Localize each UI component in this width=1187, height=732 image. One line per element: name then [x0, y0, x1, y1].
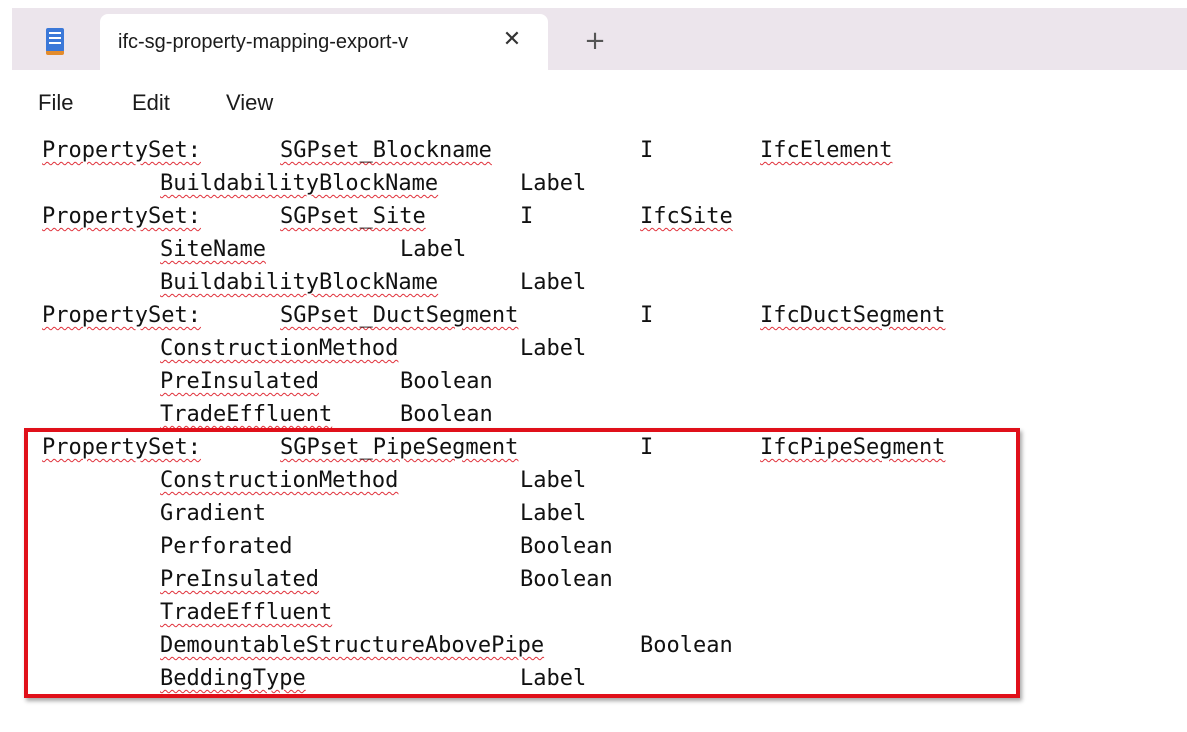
- property-type: Label: [520, 666, 587, 691]
- ifc-entity: IfcElement: [760, 138, 893, 163]
- property-type: Label: [520, 171, 587, 196]
- property-type: Boolean: [640, 633, 733, 658]
- property-name: SiteName: [160, 237, 266, 262]
- property-name: ConstructionMethod: [160, 336, 399, 361]
- property-type: Label: [400, 237, 467, 262]
- ifc-entity: IfcSite: [640, 204, 733, 229]
- property-type: Label: [520, 468, 587, 493]
- notepad-icon: [46, 28, 64, 55]
- property-name: Perforated: [160, 534, 293, 559]
- property-name: ConstructionMethod: [160, 468, 399, 493]
- property-type: Label: [520, 336, 587, 361]
- property-set-keyword: PropertySet:: [42, 138, 201, 163]
- property-type: Boolean: [400, 402, 493, 427]
- new-tab-icon[interactable]: +: [584, 26, 606, 56]
- property-name: DemountableStructureAbovePipe: [160, 633, 545, 658]
- text-editor[interactable]: PropertySet: SGPset_Blockname I IfcEleme…: [12, 130, 1187, 708]
- ifc-entity: IfcDuctSegment: [760, 303, 946, 328]
- property-name: BuildabilityBlockName: [160, 171, 439, 196]
- menu-edit[interactable]: Edit: [132, 90, 170, 115]
- property-type: Boolean: [520, 567, 613, 592]
- tab-title[interactable]: ifc-sg-property-mapping-export-v: [118, 31, 409, 53]
- property-type: Label: [520, 270, 587, 295]
- property-set-flag: I: [640, 435, 654, 460]
- menu-bar: File Edit View: [12, 70, 1187, 130]
- close-icon[interactable]: ✕: [502, 27, 522, 52]
- tab-document[interactable]: ifc-sg-property-mapping-export-v ✕: [100, 14, 548, 70]
- property-name: Gradient: [160, 501, 266, 526]
- property-set-name: SGPset_Blockname: [280, 138, 492, 163]
- property-name: BuildabilityBlockName: [160, 270, 439, 295]
- property-set-keyword: PropertySet:: [42, 435, 201, 460]
- property-set-name: SGPset_DuctSegment: [280, 303, 519, 328]
- property-set-keyword: PropertySet:: [42, 204, 201, 229]
- property-name: TradeEffluent: [160, 402, 333, 427]
- property-set-name: SGPset_PipeSegment: [280, 435, 519, 460]
- property-type: Boolean: [400, 369, 493, 394]
- menu-file[interactable]: File: [38, 90, 74, 115]
- property-name: BeddingType: [160, 666, 306, 691]
- property-set-flag: I: [640, 303, 654, 328]
- property-name: TradeEffluent: [160, 600, 333, 625]
- property-type: Boolean: [520, 534, 613, 559]
- tab-bar: ifc-sg-property-mapping-export-v ✕ +: [12, 8, 1187, 70]
- property-type: Label: [520, 501, 587, 526]
- ifc-entity: IfcPipeSegment: [760, 435, 946, 460]
- property-name: PreInsulated: [160, 369, 319, 394]
- menu-view[interactable]: View: [226, 90, 274, 115]
- property-set-flag: I: [520, 204, 534, 229]
- notepad-window: ifc-sg-property-mapping-export-v ✕ + Fil…: [12, 8, 1187, 708]
- property-name: PreInsulated: [160, 567, 319, 592]
- property-set-flag: I: [640, 138, 654, 163]
- property-set-keyword: PropertySet:: [42, 303, 201, 328]
- property-set-name: SGPset_Site: [280, 204, 426, 229]
